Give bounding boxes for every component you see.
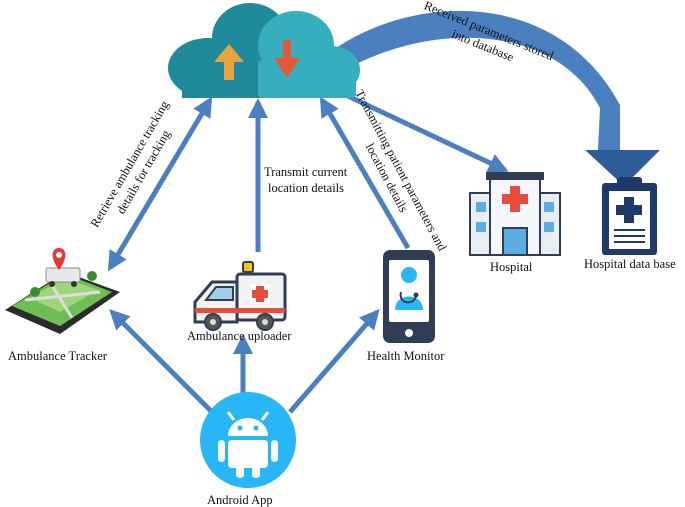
download-arrow-icon xyxy=(274,40,300,78)
cloud-upload-download-icon xyxy=(168,3,360,98)
ambulance-icon xyxy=(193,261,287,331)
edge-label-retrieve-line1: Retrieve ambulance tracking xyxy=(88,98,172,230)
edge-label-patient-line1: Transmitting patient parameters and xyxy=(352,87,449,254)
label-hospital: Hospital xyxy=(490,260,533,274)
tablet-map-ambulance-icon xyxy=(5,248,120,334)
edge-label-transmit-line1: Transmit current xyxy=(264,165,348,179)
edge-label-transmit-line2: location details xyxy=(268,181,344,195)
arrow-cloud-tracker xyxy=(107,96,213,272)
label-tracker: Ambulance Tracker xyxy=(8,349,108,363)
label-uploader: Ambulance uploader xyxy=(187,329,292,343)
arrow-monitor-cloud xyxy=(319,96,411,250)
edge-label-patient: Transmitting patient parameters and loca… xyxy=(352,87,449,254)
clipboard-medical-icon xyxy=(602,177,657,255)
arrow-android-monitor xyxy=(288,308,380,414)
hospital-building-icon xyxy=(469,172,561,256)
map-pin-icon xyxy=(52,248,66,270)
label-database: Hospital data base xyxy=(584,257,676,271)
label-monitor: Health Monitor xyxy=(367,349,445,363)
curved-arrow-cloud-database xyxy=(333,10,660,186)
arrow-android-tracker xyxy=(109,309,214,414)
phone-doctor-icon xyxy=(383,250,435,343)
upload-arrow-icon xyxy=(214,44,244,80)
android-robot-icon xyxy=(200,392,296,488)
label-android: Android App xyxy=(207,493,273,507)
